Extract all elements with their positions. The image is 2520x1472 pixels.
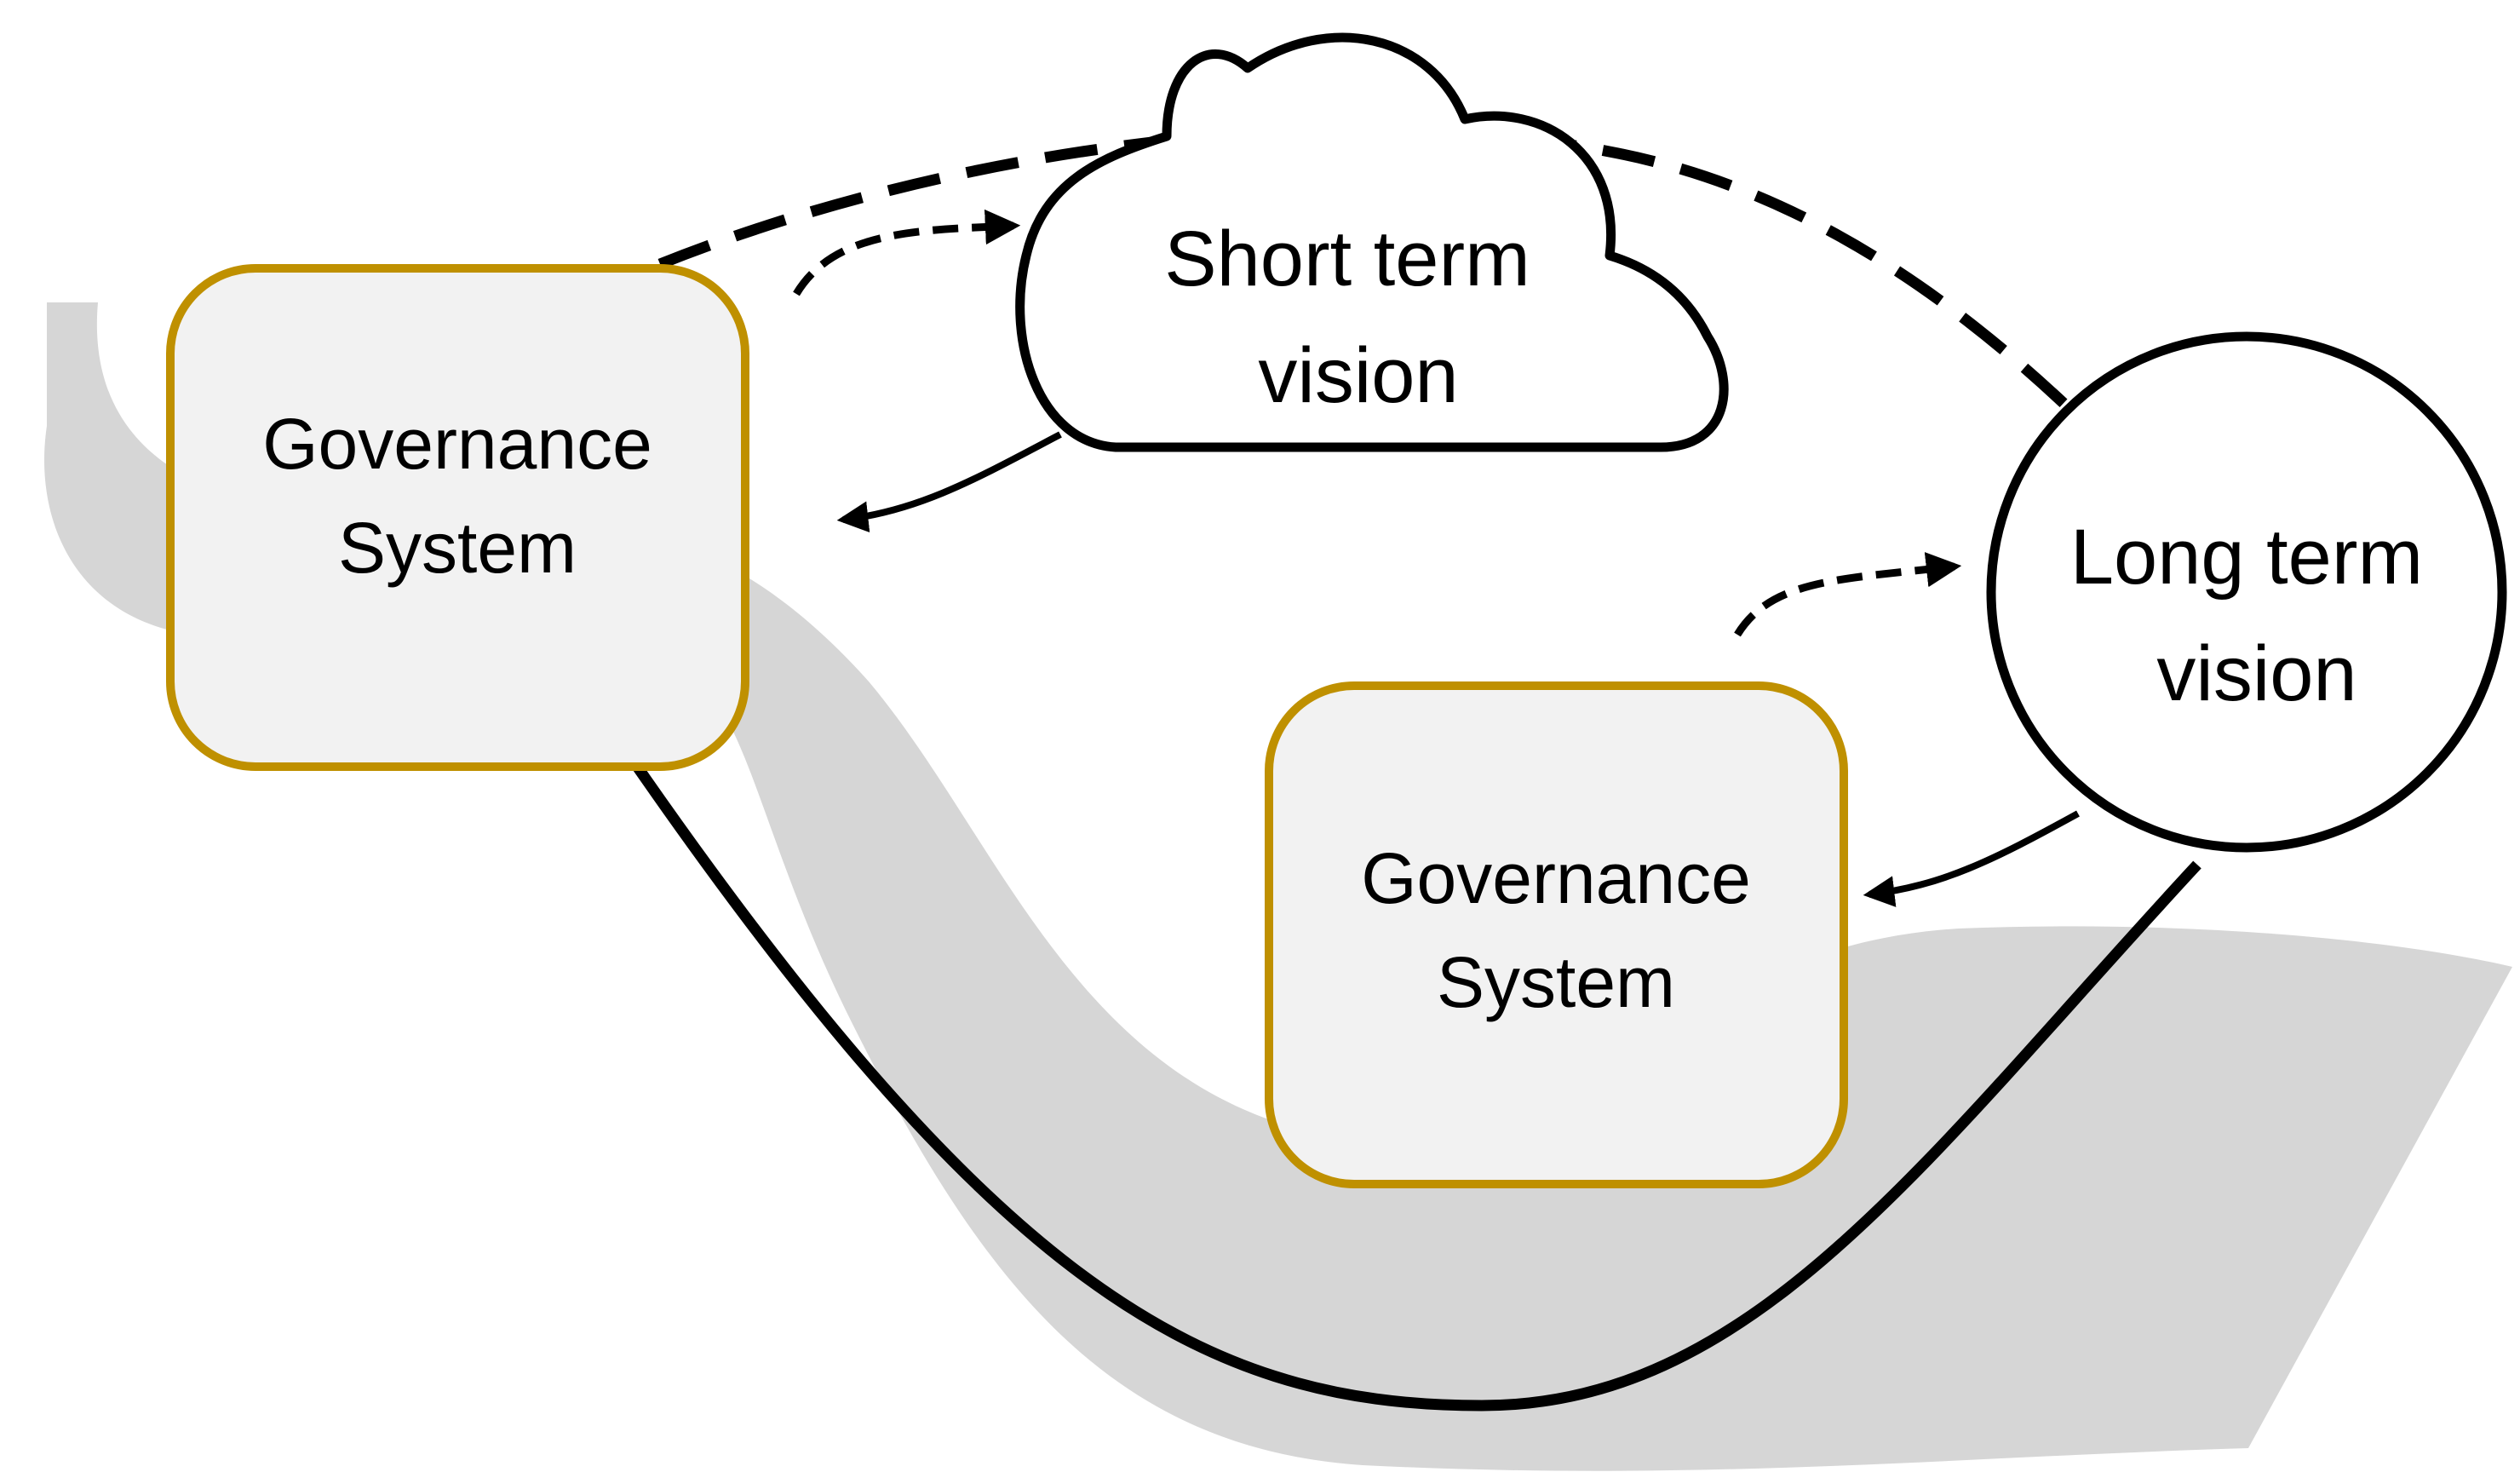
solid-arrow-long-term-to-governance2 <box>1863 810 2080 907</box>
long-term-vision-circle: Long term vision <box>1986 331 2507 853</box>
feedback-arrow-long-to-governance <box>573 673 2201 1412</box>
governance-system-1-label-line1: Governance <box>262 404 652 484</box>
governance-system-2-label-line2: System <box>1437 942 1675 1022</box>
governance-system-box-1: Governance System <box>166 264 749 771</box>
governance-system-2-label-line1: Governance <box>1361 838 1751 918</box>
short-term-vision-label-line2: vision <box>1258 332 1458 419</box>
governance-system-box-2: Governance System <box>1265 681 1848 1188</box>
governance-system-1-label-line2: System <box>338 508 577 588</box>
long-term-vision-label-line2: vision <box>2156 630 2356 717</box>
solid-arrow-short-term-to-governance <box>836 431 1062 533</box>
dashed-arrow-governance-to-short-term <box>793 209 1021 296</box>
dashed-arrow-governance2-to-long-term <box>1734 552 1962 637</box>
long-term-vision-label-line1: Long term <box>2070 514 2423 601</box>
short-term-vision-label-line1: Short term <box>1164 216 1530 302</box>
short-term-vision-cloud: Short term vision <box>1015 32 1729 452</box>
